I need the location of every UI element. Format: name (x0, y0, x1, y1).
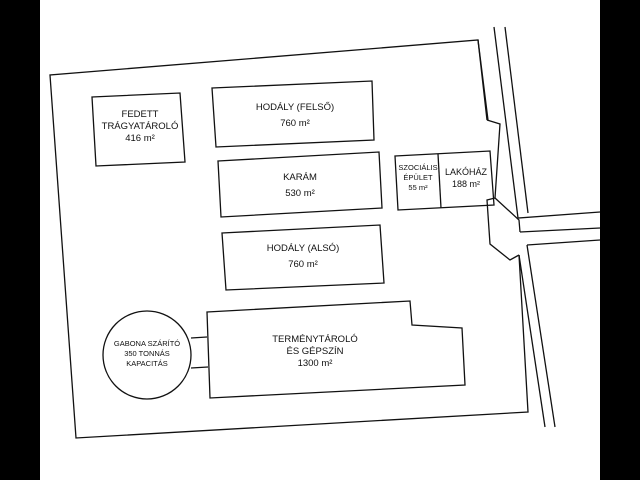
paper (40, 0, 600, 480)
building-divider (437, 153, 442, 209)
road-lower (518, 254, 546, 428)
building-termeny (206, 300, 466, 399)
road-left-edge (477, 39, 489, 121)
building-szocialis-lakohaz (394, 150, 495, 211)
building-karam (217, 151, 383, 218)
connector (190, 366, 209, 369)
road-inner-left-2 (504, 26, 529, 214)
label-termeny: TERMÉNYTÁROLÓ ÉS GÉPSZÍN 1300 m² (272, 334, 358, 369)
label-tragyatarolo: FEDETT TRÁGYATÁROLÓ 416 m² (101, 109, 179, 144)
label-hodaly-also: HODÁLY (ALSÓ) 760 m² (266, 243, 340, 270)
label-szocialis: SZOCIÁLIS ÉPÜLET 55 m² (398, 163, 438, 192)
label-hodaly-felso: HODÁLY (FELSŐ) 760 m² (255, 102, 335, 129)
site-boundary (49, 39, 529, 439)
building-tragyatarolo (91, 92, 186, 167)
road-inner-left (493, 26, 601, 219)
building-hodaly-felso (211, 80, 375, 148)
road-lower-2 (526, 244, 556, 428)
road-branch-1 (519, 227, 601, 233)
label-gabona: GABONA SZÁRÍTÓ 350 TONNÁS KAPACITÁS (113, 339, 181, 368)
label-karam: KARÁM 530 m² (283, 172, 317, 199)
road-branch-2 (526, 239, 601, 246)
lot-edge (486, 119, 520, 261)
building-hodaly-also (221, 224, 385, 291)
lot-edge-2 (494, 197, 521, 233)
label-lakohaz: LAKÓHÁZ 188 m² (444, 167, 487, 189)
gabona-szarito (102, 310, 192, 400)
connector (190, 336, 208, 339)
